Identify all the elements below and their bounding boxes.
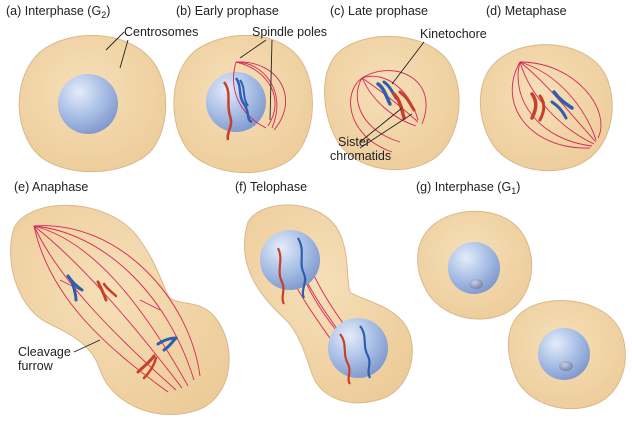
callout-label: Kinetochore bbox=[420, 27, 487, 41]
callout-sister-chromatids: Sister chromatids bbox=[330, 107, 413, 163]
nucleus bbox=[58, 74, 118, 134]
callout-label: Sister bbox=[338, 135, 370, 149]
panel-label-b: (b) Early prophase bbox=[176, 4, 279, 18]
chromosome bbox=[552, 90, 574, 110]
nucleus bbox=[206, 72, 266, 132]
chromosome bbox=[142, 356, 158, 380]
callout-label: furrow bbox=[18, 359, 54, 373]
chromosome bbox=[66, 274, 84, 292]
nucleolus bbox=[469, 279, 483, 289]
chromosome bbox=[297, 237, 307, 299]
chromosome bbox=[276, 247, 285, 305]
cytoplasm bbox=[324, 35, 460, 171]
chromosome bbox=[234, 77, 253, 124]
panel-label-a: (a) Interphase (G2) bbox=[6, 4, 110, 20]
nucleus bbox=[448, 242, 500, 294]
chromosome bbox=[398, 90, 416, 112]
cytoplasm bbox=[243, 204, 413, 404]
chromosome bbox=[70, 280, 78, 302]
panel-label-d: (d) Metaphase bbox=[486, 4, 567, 18]
chromosome bbox=[136, 354, 156, 374]
callout-label: Centrosomes bbox=[124, 25, 198, 39]
callout-label: chromatids bbox=[330, 149, 391, 163]
nucleolus bbox=[559, 361, 573, 371]
nucleus bbox=[260, 230, 320, 290]
cell-interphase-g1-bottom bbox=[507, 300, 626, 410]
callout-centrosomes: Centrosomes bbox=[105, 25, 198, 69]
chromosome bbox=[530, 92, 538, 120]
cell-telophase bbox=[243, 204, 413, 404]
chromosome bbox=[239, 79, 249, 107]
spindle-fibers bbox=[33, 225, 201, 393]
cell-late-prophase bbox=[324, 35, 460, 171]
chromosome bbox=[339, 333, 351, 385]
nucleus bbox=[538, 328, 590, 380]
chromosome bbox=[222, 81, 233, 141]
panel-label-e: (e) Anaphase bbox=[14, 180, 88, 194]
chromosome bbox=[102, 282, 118, 298]
chromosome bbox=[392, 92, 406, 120]
panel-label-g: (g) Interphase (G1) bbox=[416, 180, 520, 196]
cell-early-prophase bbox=[173, 34, 313, 174]
nucleus bbox=[328, 318, 388, 378]
chromosome bbox=[550, 100, 568, 120]
cell-interphase-g2 bbox=[18, 35, 167, 173]
callout-kinetochore: Kinetochore bbox=[391, 27, 487, 85]
chromosome bbox=[376, 82, 392, 106]
cell-interphase-g1-top bbox=[417, 210, 533, 320]
callout-cleavage-furrow: Cleavage furrow bbox=[18, 339, 101, 373]
chromosome bbox=[96, 280, 108, 302]
chromosome bbox=[359, 325, 372, 379]
panel-labels: (a) Interphase (G2) (b) Early prophase (… bbox=[6, 4, 567, 196]
panel-label-c: (c) Late prophase bbox=[330, 4, 428, 18]
cytoplasm bbox=[10, 204, 230, 415]
cell-anaphase bbox=[10, 204, 230, 415]
spindle-fibers bbox=[350, 70, 427, 153]
cell-metaphase bbox=[479, 44, 613, 172]
chromosome bbox=[162, 336, 178, 352]
panel-label-f: (f) Telophase bbox=[235, 180, 307, 194]
chromosome bbox=[538, 94, 546, 122]
callout-label: Cleavage bbox=[18, 345, 71, 359]
callout-label: Spindle poles bbox=[252, 25, 327, 39]
callout-spindle-poles: Spindle poles bbox=[239, 25, 327, 121]
